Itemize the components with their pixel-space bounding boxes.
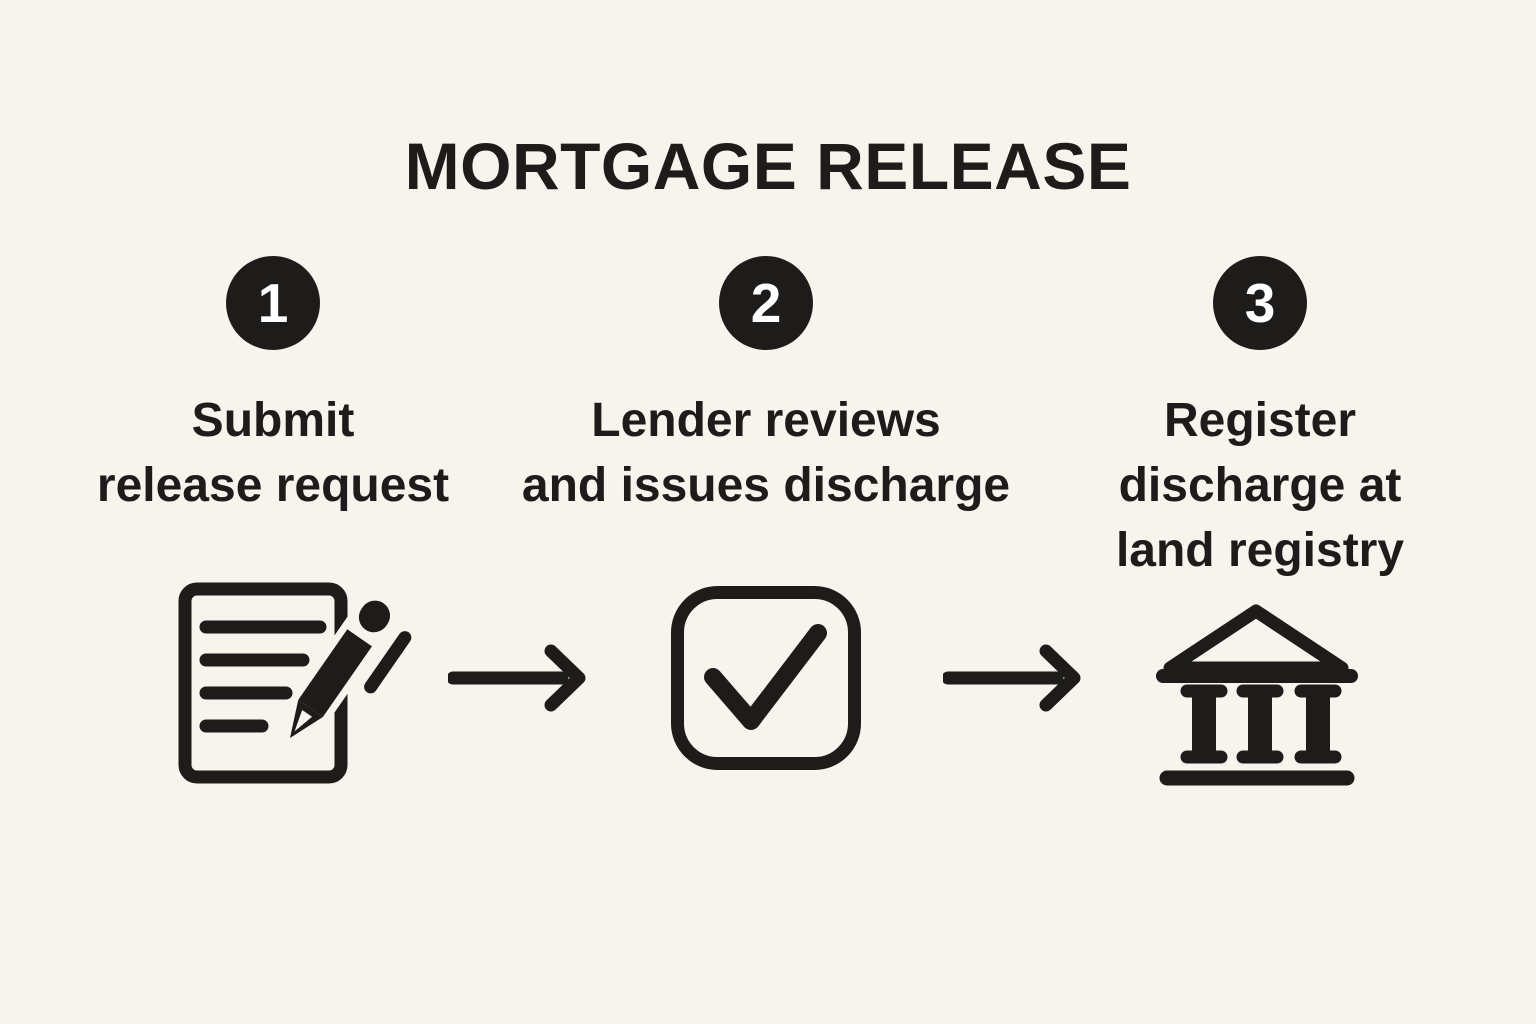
step-label-line: land registry [1115,524,1405,577]
step-1-number: 1 [257,272,289,334]
step-2-number: 2 [750,272,782,334]
step-3-label: Register discharge at land registry [1020,388,1500,583]
bank-icon [1156,604,1358,786]
step-label-line: Register [1163,394,1357,447]
step-label-line: discharge at [1118,459,1402,512]
step-2-number-badge: 2 [719,256,813,350]
step-label-line: and issues discharge [521,459,1011,512]
step-label-line: release request [96,459,450,512]
step-1-number-badge: 1 [226,256,320,350]
step-label-line: Submit [191,394,355,447]
step-3-number-badge: 3 [1213,256,1307,350]
step-1-label: Submit release request [38,388,508,518]
check-square-icon [671,586,861,770]
step-label-line: Lender reviews [591,394,941,447]
document-pen-icon [178,582,412,784]
step-2-label: Lender reviews and issues discharge [496,388,1036,518]
arrow-right-icon [448,644,586,712]
page-title: MORTGAGE RELEASE [404,129,1132,204]
step-3-number: 3 [1244,272,1276,334]
arrow-right-icon [943,644,1081,712]
